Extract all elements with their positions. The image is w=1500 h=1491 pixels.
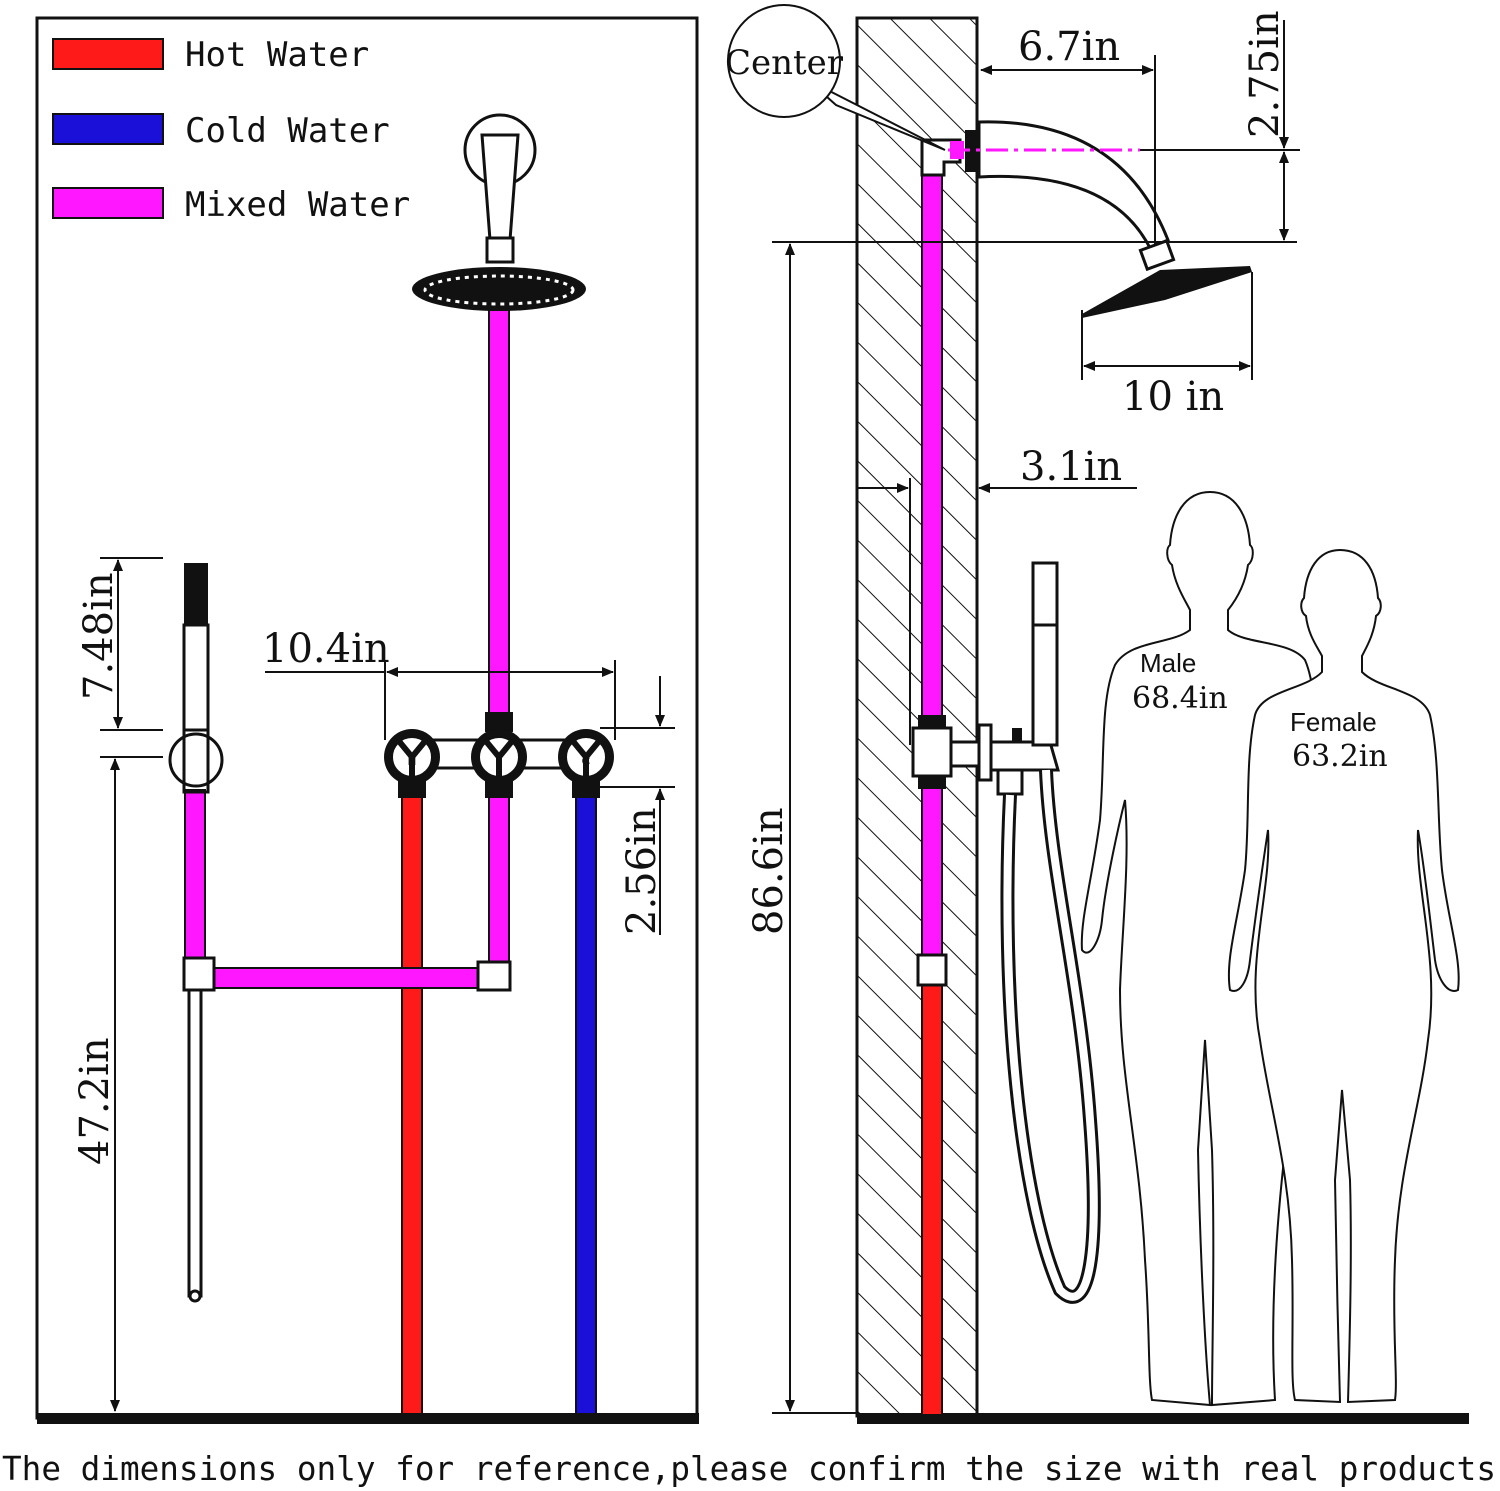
mixed-water-label: Mixed Water bbox=[185, 185, 410, 225]
side-view-panel: 10 in Center 6.7in 2.75in 86.6in 3.1i bbox=[725, 4, 1469, 1424]
side-pipe-coupling bbox=[916, 953, 948, 987]
cold-water-pipe bbox=[575, 791, 597, 1415]
handheld-holder bbox=[168, 732, 224, 788]
side-valve-nut-top bbox=[918, 715, 946, 729]
arm-height-label: 86.6in bbox=[746, 807, 792, 935]
slide-rail-end bbox=[188, 1289, 202, 1303]
side-handle bbox=[989, 740, 1060, 772]
handheld-head bbox=[184, 563, 208, 625]
male-height-label: 68.4in bbox=[1132, 681, 1228, 716]
mixed-cross-pipe bbox=[211, 967, 491, 989]
hot-valve-letter: H bbox=[408, 754, 417, 768]
hot-water-label: Hot Water bbox=[185, 35, 369, 75]
center-label: Center bbox=[725, 43, 844, 83]
hot-water-swatch bbox=[52, 38, 164, 70]
mixed-water-swatch bbox=[52, 187, 164, 219]
cold-valve-bottom-nut bbox=[572, 780, 600, 798]
side-valve-nut-bottom bbox=[918, 775, 946, 789]
side-valve-body bbox=[911, 726, 953, 778]
front-view-frame bbox=[35, 16, 699, 1420]
valve-spacing-label: 10.4in bbox=[262, 626, 390, 672]
side-floor-line bbox=[857, 1413, 1469, 1424]
legend: Hot Water Cold Water Mixed Water bbox=[52, 35, 410, 225]
mixed-riser-pipe bbox=[488, 304, 510, 721]
cold-valve-handle: C bbox=[558, 729, 614, 785]
female-outline bbox=[1227, 548, 1460, 1404]
cold-water-swatch bbox=[52, 113, 164, 145]
center-callout-bubble bbox=[727, 4, 841, 118]
reference-disclaimer: The dimensions only for reference,please… bbox=[2, 1449, 1496, 1488]
side-valve-handheld bbox=[911, 561, 1101, 1304]
valve-offset-label: 2.56in bbox=[619, 807, 665, 935]
handheld-length-label: 7.48in bbox=[76, 572, 122, 700]
shower-hose-inner bbox=[1003, 769, 1098, 1301]
male-label: Male bbox=[1140, 648, 1196, 678]
arm-curve bbox=[977, 120, 1170, 250]
holder-height-label: 47.2in bbox=[72, 1037, 118, 1165]
handheld-shower-front bbox=[168, 563, 224, 794]
arm-ball-joint bbox=[1138, 238, 1176, 272]
side-hot-pipe bbox=[921, 984, 943, 1416]
arm-nut bbox=[485, 236, 515, 264]
center-callout: Center bbox=[725, 4, 946, 151]
arm-reach-label: 6.7in bbox=[1018, 24, 1120, 70]
arm-drop-label: 2.75in bbox=[1242, 10, 1288, 138]
shower-arm-front bbox=[480, 133, 520, 242]
hot-valve-handle: H bbox=[384, 729, 440, 785]
center-valve-top-nut bbox=[485, 712, 513, 732]
side-hose-nut bbox=[996, 768, 1024, 796]
tee-fitting bbox=[182, 956, 216, 992]
valve-assembly: H C bbox=[384, 712, 614, 798]
rain-showerhead-nozzles bbox=[423, 274, 575, 306]
slide-rail bbox=[187, 988, 203, 1298]
mixed-down-pipe bbox=[488, 791, 510, 973]
female-label: Female bbox=[1290, 707, 1377, 737]
hot-valve-bottom-nut bbox=[398, 780, 426, 798]
cold-water-label: Cold Water bbox=[185, 111, 390, 151]
side-shower-arm: 10 in bbox=[948, 120, 1253, 420]
front-dimensions: 7.48in 47.2in 10.4in 2.56in bbox=[72, 557, 675, 1412]
holder-connector bbox=[182, 728, 210, 794]
side-pipes bbox=[916, 130, 979, 1416]
side-arm-flange bbox=[965, 130, 979, 172]
side-handheld-handle bbox=[1031, 623, 1059, 747]
side-mixed-riser-pipe bbox=[921, 159, 943, 721]
side-handle-tip bbox=[1012, 728, 1022, 742]
handheld-handle bbox=[182, 623, 210, 732]
side-mixed-lower-pipe bbox=[921, 774, 943, 966]
female-silhouette: Female 63.2in bbox=[1227, 548, 1460, 1404]
side-dimensions: 6.7in 2.75in 86.6in 3.1in bbox=[746, 10, 1300, 1414]
center-valve-bottom-nut bbox=[485, 780, 513, 798]
valve-depth-label: 3.1in bbox=[1020, 444, 1122, 490]
elbow-fitting bbox=[476, 960, 512, 992]
side-showerhead bbox=[1082, 266, 1252, 318]
showerhead-diameter-label: 10 in bbox=[1122, 374, 1224, 420]
front-showerhead bbox=[412, 113, 586, 311]
cold-valve-letter: C bbox=[582, 754, 591, 768]
side-trim-plate bbox=[977, 723, 993, 782]
front-floor-line bbox=[37, 1413, 699, 1424]
front-view-panel: Hot Water Cold Water Mixed Water bbox=[35, 16, 699, 1424]
side-valve-stem bbox=[949, 740, 981, 768]
diverter-valve-handle bbox=[471, 729, 527, 785]
mixed-handheld-pipe bbox=[184, 789, 206, 969]
hot-water-pipe bbox=[401, 791, 423, 1415]
side-handheld-head bbox=[1031, 561, 1059, 627]
female-height-label: 63.2in bbox=[1292, 739, 1388, 774]
rain-showerhead-face bbox=[412, 267, 586, 311]
front-pipes bbox=[182, 304, 597, 1415]
wall-section bbox=[855, 16, 979, 1418]
